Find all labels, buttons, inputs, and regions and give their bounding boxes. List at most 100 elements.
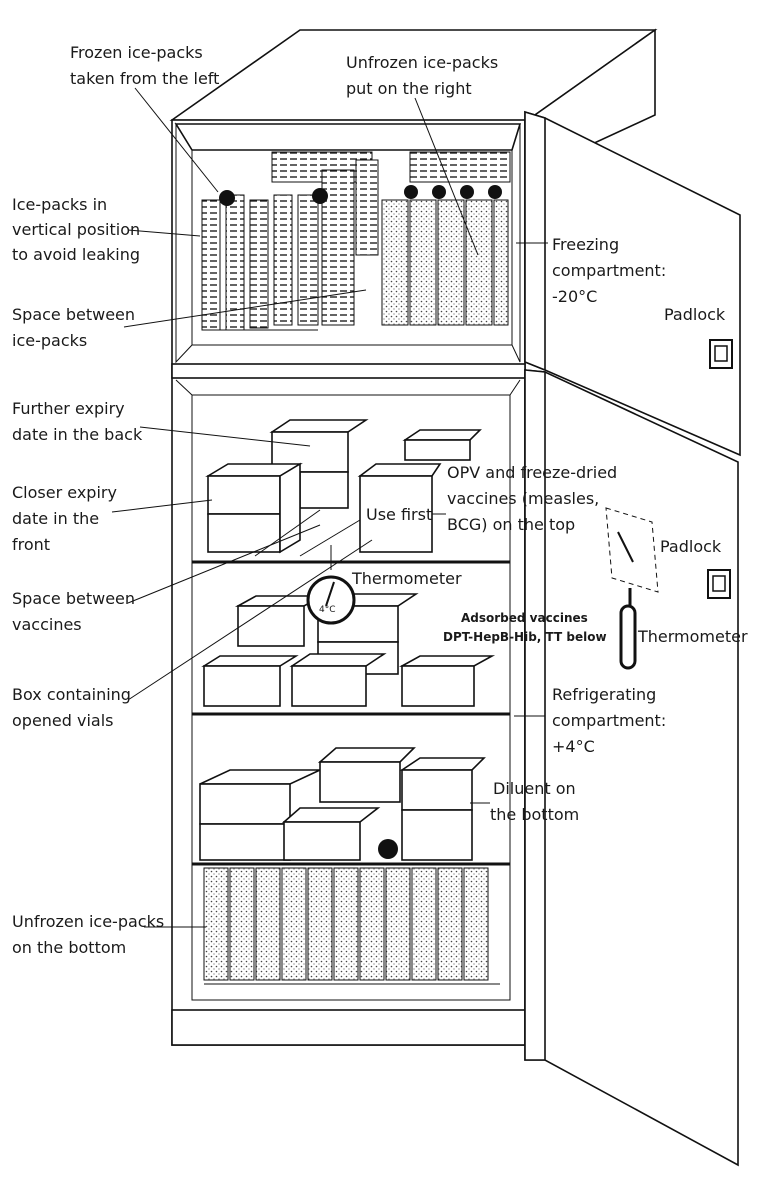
vaccine-box	[317, 747, 416, 763]
vaccine-box	[207, 475, 281, 515]
ice-pack-unfrozen	[437, 867, 463, 981]
ice-pack-unfrozen	[409, 199, 437, 326]
label-diluent: Diluent on the bottom	[490, 779, 581, 824]
thermometer-needle	[617, 531, 634, 563]
thermometer-icon	[619, 604, 637, 670]
fridge-corner	[509, 379, 521, 396]
diluent-box	[401, 809, 473, 861]
vaccine-box	[203, 665, 281, 707]
fridge-door-edge	[524, 369, 546, 1061]
annotation-labels: Frozen ice-packs taken from the left Unf…	[12, 43, 748, 957]
label-box-opened: Box containing opened vials	[12, 685, 136, 730]
leader-closer-expiry	[111, 499, 213, 513]
label-thermometer-door: Thermometer	[637, 627, 748, 646]
ice-pack-unfrozen	[381, 199, 409, 326]
label-refrigerating-compartment: Refrigerating compartment: +4°C	[552, 685, 671, 756]
frozen-ice-packs-left	[201, 188, 328, 331]
freezer-door-edge	[524, 110, 546, 372]
leader-unfrozen-put	[414, 97, 479, 256]
freezer-door	[524, 110, 741, 457]
vaccine-box	[201, 655, 299, 667]
label-unfrozen-put: Unfrozen ice-packs put on the right	[346, 53, 503, 98]
ice-pack-unfrozen	[359, 867, 385, 981]
ice-pack-frozen	[297, 194, 319, 326]
ice-pack-back-row	[409, 151, 511, 183]
dial-thermometer: 4°C	[306, 545, 356, 625]
vaccine-box	[283, 821, 361, 861]
leader-box-opened	[127, 539, 373, 701]
unfrozen-ice-packs-right	[381, 185, 509, 326]
padlock-icon-inner	[714, 345, 728, 362]
fridge-back-wall	[191, 394, 511, 1001]
vaccine-box-side	[279, 462, 301, 554]
label-padlock-bottom: Padlock	[660, 537, 722, 556]
ice-pack-unfrozen	[307, 867, 333, 981]
ice-pack-unfrozen	[385, 867, 411, 981]
fridge-corner	[175, 379, 193, 396]
ice-pack-unfrozen	[465, 199, 493, 326]
leader-lines	[111, 87, 548, 928]
ice-pack-frozen	[355, 159, 379, 256]
ice-pack-cap	[312, 188, 328, 204]
cabinet-base	[171, 1009, 526, 1046]
shelf-gap	[299, 519, 361, 557]
label-further-expiry: Further expiry date in the back	[12, 399, 143, 444]
vaccine-box	[237, 605, 305, 647]
ice-pack-frozen	[249, 199, 269, 329]
label-opv-top: OPV and freeze-dried vaccines (measles, …	[447, 463, 622, 534]
ice-pack-cap	[378, 839, 398, 859]
ice-pack-cap	[432, 185, 446, 199]
leader-further-expiry	[139, 426, 311, 447]
ice-pack-unfrozen	[203, 867, 229, 981]
vaccine-box	[281, 807, 381, 823]
vaccine-box	[319, 761, 401, 803]
ice-pack-unfrozen	[255, 867, 281, 981]
vaccine-box	[291, 665, 367, 707]
use-first-box	[359, 475, 433, 553]
leader-vertical-position	[127, 229, 201, 237]
ice-pack-frozen	[273, 194, 293, 326]
ice-pack-frozen	[201, 199, 221, 331]
dial-reading: 4°C	[319, 605, 336, 615]
ice-pack-unfrozen	[229, 867, 255, 981]
thermometer-housing	[605, 507, 659, 593]
ice-pack-cap	[488, 185, 502, 199]
vaccine-box	[401, 665, 475, 707]
ice-pack-cap	[404, 185, 418, 199]
leader-frozen-taken	[134, 87, 219, 193]
fridge-interior: 4°C	[175, 379, 521, 1001]
ice-pack-unfrozen	[411, 867, 437, 981]
vaccine-box	[199, 823, 291, 861]
ice-pack-unfrozen	[463, 867, 489, 981]
ice-pack-unfrozen	[281, 867, 307, 981]
ice-pack-cap	[219, 190, 235, 206]
freezer-interior	[174, 122, 522, 364]
vaccine-box	[299, 471, 349, 509]
shelf-gap	[254, 509, 321, 557]
vaccine-box	[269, 419, 369, 433]
label-unfrozen-bottom: Unfrozen ice-packs on the bottom	[12, 912, 169, 957]
dial-needle	[325, 581, 335, 607]
label-adsorbed: Adsorbed vaccines DPT-HepB-Hib, TT below	[443, 611, 607, 644]
label-space-vaccines: Space between vaccines	[12, 589, 140, 634]
freezer-ceiling	[174, 123, 522, 151]
leader-space-icepacks	[123, 289, 367, 328]
top-shelf-boxes	[205, 419, 482, 557]
padlock-icon-inner	[712, 575, 726, 592]
ice-pack-cap	[460, 185, 474, 199]
unfrozen-ice-packs-bottom	[203, 867, 500, 985]
vaccine-box	[199, 783, 291, 825]
ice-pack-unfrozen	[333, 867, 359, 981]
ice-pack-unfrozen	[437, 199, 465, 326]
dial-thermometer-icon	[306, 575, 356, 625]
label-frozen-taken: Frozen ice-packs taken from the left	[70, 43, 219, 88]
vaccine-box	[404, 439, 471, 461]
label-freezing-compartment: Freezing compartment: -20°C	[552, 235, 671, 306]
fridge-door	[524, 369, 739, 1167]
leader-space-vaccines	[127, 524, 321, 604]
label-padlock-top: Padlock	[664, 305, 726, 324]
label-vertical-position: Ice-packs in vertical position to avoid …	[12, 195, 145, 264]
label-closer-expiry: Closer expiry date in the front	[12, 483, 122, 554]
label-thermometer-inside: Thermometer	[351, 569, 462, 588]
